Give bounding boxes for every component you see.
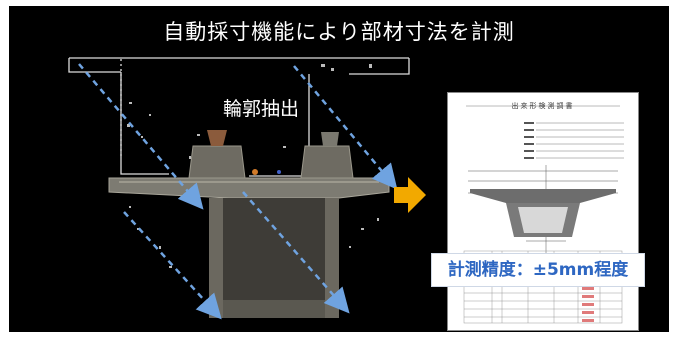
slide-title: 自動採寸機能により部材寸法を計測 bbox=[163, 20, 515, 44]
accuracy-callout: 計測精度：±5mm程度 bbox=[431, 253, 645, 287]
bridge-deck bbox=[108, 130, 390, 318]
dashed-arrows bbox=[78, 63, 398, 320]
outline-extraction-label: 輪郭抽出 bbox=[223, 98, 300, 120]
extracted-outline bbox=[68, 57, 410, 177]
measurement-report-sheet: 出来形検測調書 bbox=[447, 92, 639, 331]
report-form-graphic bbox=[463, 105, 624, 324]
slide-frame: 自動採寸機能により部材寸法を計測 輪郭抽出 出来形検測調書 bbox=[9, 6, 669, 332]
right-arrow-icon bbox=[394, 177, 426, 213]
point-cloud-scene bbox=[68, 57, 410, 320]
